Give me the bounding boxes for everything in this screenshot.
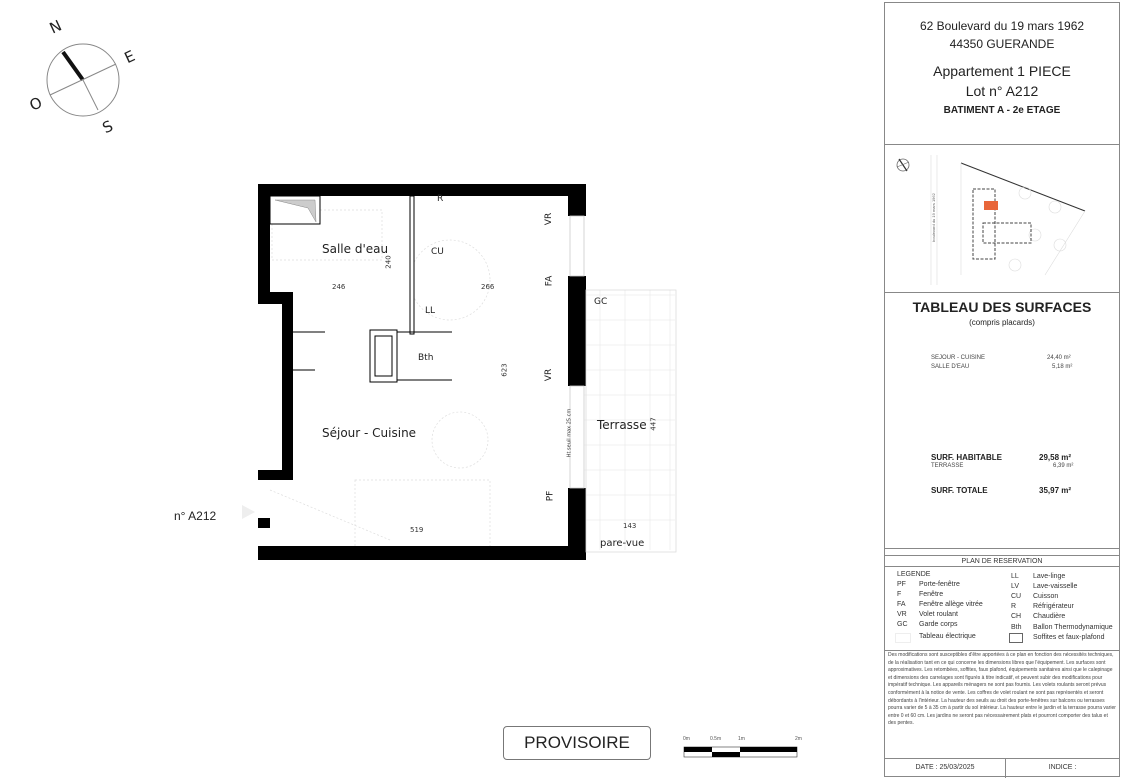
mini-compass-icon [896,158,910,172]
legend-label: Réfrigérateur [1033,603,1074,610]
legend-label: Tableau électrique [919,633,976,640]
legend-code: PF [897,581,906,588]
lot-entrance-label: n° A212 [174,509,217,523]
code-fa: FA [544,275,555,287]
legend-label: Garde corps [919,621,958,628]
building-floor: BATIMENT A - 2e ETAGE [943,105,1061,116]
legend-code: GC [897,621,908,628]
legend-code: CH [1011,613,1022,620]
legend-label: Fenêtre allège vitrée [919,601,983,608]
site-map-drawing [896,155,1086,285]
surface-room-name: SALLE D'EAU [931,364,970,370]
code-gc: GC [594,297,608,307]
total-label: SURF. TOTALE [931,486,988,495]
provisoire-stamp: PROVISOIRE [503,726,651,760]
surface-room-name: SEJOUR - CUISINE [931,355,986,361]
apartment-type: Appartement 1 PIECE [933,63,1071,79]
legend-label: Chaudière [1033,613,1066,620]
room-label-sejour-cuisine: Séjour - Cuisine [322,426,417,440]
habitable-value: 29,58 m² [1039,453,1072,462]
legend-label: Fenêtre [919,591,944,598]
legend-label: Cuisson [1033,593,1059,600]
compass-icon [46,43,120,117]
code-ll: LL [425,306,436,316]
site-map: boulevard du 19 mars 1962 [885,145,1119,293]
code-r: R [437,194,444,204]
address-line2: 44350 GUERANDE [949,37,1055,51]
scale-label-0: 0m [683,736,690,742]
panel-footer: DATE : 25/03/2025 INDICE : [885,758,1119,778]
surface-room-area: 5,18 m² [1052,364,1073,370]
dimension-240: 240 [384,255,393,269]
legend-code: VR [897,611,907,618]
dimension-246: 246 [332,283,346,291]
scale-label-1: 1m [738,736,745,742]
legend-label: Ballon Thermodynamique [1033,624,1113,631]
legend-label: Volet roulant [919,611,958,618]
street-label: boulevard du 19 mars 1962 [930,193,936,242]
soffit-swatch-icon [1009,633,1023,643]
address-line1: 62 Boulevard du 19 mars 1962 [919,19,1085,33]
legend-code: LL [1011,573,1019,580]
room-label-terrasse: Terrasse [597,418,647,432]
legend-code: LV [1011,583,1020,590]
surface-room-area: 24,40 m² [1047,355,1071,361]
terrace-label: TERRASSE [931,463,964,469]
legend-label: Lave-vaisselle [1033,583,1078,590]
legend-title: LEGENDE [897,571,931,578]
code-cu: CU [431,247,444,257]
lot-number: Lot n° A212 [965,83,1039,99]
floor-plan: Salle d'eau Séjour - Cuisine Terrasse R … [160,180,680,570]
floor-plan-drawing [242,184,677,560]
compass-rose: N E S O [20,10,160,140]
scale-bar: 0m 0.5m 1m 2m [680,736,810,766]
legend-code: F [897,591,902,598]
scale-label-2: 2m [795,736,802,742]
info-panel: 62 Boulevard du 19 mars 1962 44350 GUERA… [884,2,1120,778]
dimension-623: 623 [500,363,509,377]
lot-highlight [984,201,998,210]
legend-code: R [1011,603,1017,610]
legend-label: Soffites et faux-plafond [1033,634,1105,641]
indice-label: INDICE : [1048,764,1077,771]
legend-code: CU [1011,593,1022,600]
reservation-title: PLAN DE RESERVATION [885,555,1119,567]
disclaimer-notes: Des modifications sont susceptibles d'êt… [888,652,1116,727]
legend-code: Bth [1011,624,1022,631]
surfaces-subtitle: (compris placards) [969,318,1035,327]
room-label-salle-d-eau: Salle d'eau [322,242,389,256]
terrace-value: 6,39 m² [1053,463,1074,469]
legend-label: Porte-fenêtre [919,581,960,588]
code-vr-top: VR [544,212,555,226]
panel-header: 62 Boulevard du 19 mars 1962 44350 GUERA… [885,3,1119,145]
surfaces-title: TABLEAU DES SURFACES [912,299,1092,315]
dimension-519: 519 [410,526,424,534]
legend-label: Lave-linge [1033,573,1066,580]
code-pf: PF [545,490,556,502]
scale-label-05: 0.5m [710,736,722,742]
dimension-447: 447 [649,417,658,431]
code-vr-bottom: VR [544,368,555,382]
legend-code: FA [897,601,906,608]
threshold-note: Ht seuil max 25 cm [566,408,573,458]
surfaces-table: TABLEAU DES SURFACES (compris placards) … [885,293,1119,549]
total-value: 35,97 m² [1039,486,1072,495]
scale-bar-graphic [683,746,798,758]
code-bth: Bth [418,353,434,363]
dimension-143: 143 [623,522,637,530]
legend: LEGENDE PF Porte-fenêtre F Fenêtre FA Fe… [885,567,1119,651]
habitable-label: SURF. HABITABLE [931,453,1002,462]
dimension-266: 266 [481,283,495,291]
electrical-panel-icon [895,633,911,643]
pare-vue-label: pare-vue [600,538,645,549]
date-label: DATE : 25/03/2025 [885,759,1006,778]
